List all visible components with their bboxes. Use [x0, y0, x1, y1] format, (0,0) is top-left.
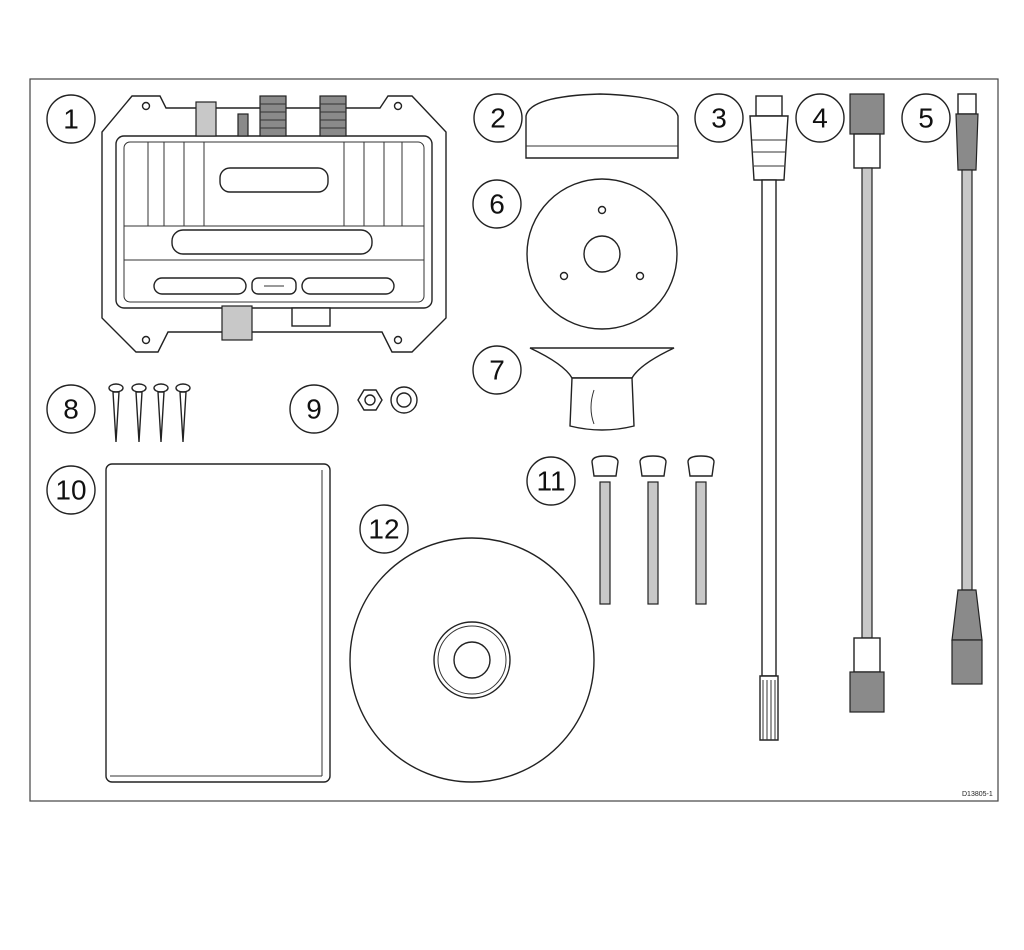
callout-7: 7: [472, 345, 522, 395]
svg-text:10: 10: [55, 475, 86, 506]
antenna-dome-icon: [525, 93, 679, 159]
callout-2: 2: [473, 93, 523, 143]
svg-text:2: 2: [490, 103, 506, 134]
callout-10: 10: [46, 465, 96, 515]
disc-icon: [349, 537, 595, 783]
seatalk-cable-icon: [951, 93, 983, 685]
nut-washer-icon: [357, 386, 418, 414]
screws-icon: [108, 383, 191, 443]
svg-text:12: 12: [368, 514, 399, 545]
callout-5: 5: [901, 93, 951, 143]
svg-text:11: 11: [536, 466, 565, 497]
callout-6: 6: [472, 179, 522, 229]
devicenet-cable-icon: [749, 95, 789, 741]
callout-9: 9: [289, 384, 339, 434]
callout-8: 8: [46, 384, 96, 434]
callout-12: 12: [359, 504, 409, 554]
reference-code: D13805-1: [962, 791, 993, 798]
svg-text:3: 3: [711, 103, 727, 134]
callout-3: 3: [694, 93, 744, 143]
svg-text:6: 6: [489, 189, 505, 220]
svg-text:4: 4: [812, 103, 828, 134]
callout-11: 11: [526, 456, 576, 506]
callout-1: 1: [46, 94, 96, 144]
bolts-icon: [591, 455, 715, 605]
svg-text:8: 8: [63, 394, 79, 425]
mounting-plate-icon: [526, 178, 678, 330]
callout-4: 4: [795, 93, 845, 143]
svg-text:1: 1: [63, 104, 79, 135]
bnc-cable-icon: [849, 93, 885, 713]
svg-text:9: 9: [306, 394, 322, 425]
pole-mount-icon: [529, 347, 675, 431]
module-unit-icon: [101, 95, 447, 353]
svg-text:5: 5: [918, 103, 934, 134]
svg-text:7: 7: [489, 355, 505, 386]
document-icon: [105, 463, 331, 783]
